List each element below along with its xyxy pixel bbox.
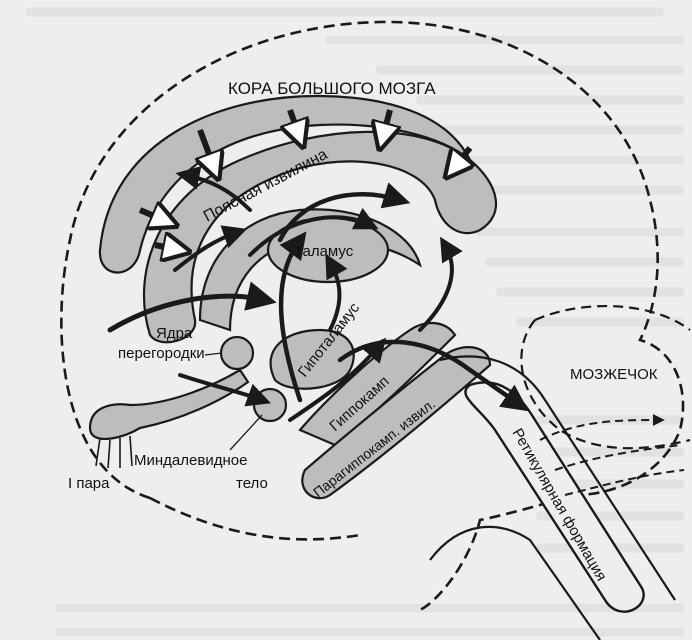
amygdala-shape [254, 389, 286, 421]
label-septal-nuclei-1: Ядра [156, 325, 193, 342]
label-cortex: КОРА БОЛЬШОГО МОЗГА [228, 79, 436, 98]
label-amygdala-2: тело [236, 475, 268, 492]
label-cn1: I пара [68, 475, 110, 492]
label-amygdala-1: Миндалевидное [134, 452, 247, 469]
label-cerebellum: МОЗЖЕЧОК [570, 366, 658, 383]
septal-nuclei-shape [221, 337, 253, 369]
label-thalamus: Таламус [294, 243, 354, 260]
label-septal-nuclei-2: перегородки [118, 345, 205, 362]
